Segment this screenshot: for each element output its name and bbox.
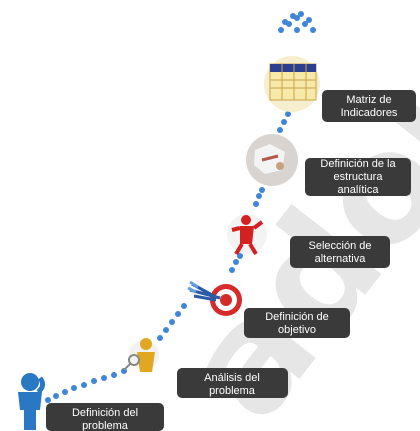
step-label-line-2: problema [82, 420, 129, 431]
path-dot [62, 389, 68, 395]
step-analisis-problema: Análisis del problema [123, 338, 288, 398]
puzzle-hand-icon [246, 134, 298, 186]
step-label-line-2: Indicadores [341, 107, 398, 119]
step-label-line-3: analítica [338, 184, 380, 196]
path-dot [259, 187, 265, 193]
path-dot [229, 267, 235, 273]
path-dot [253, 201, 259, 207]
path-dot [256, 193, 262, 199]
red-figure-choice-icon [227, 214, 267, 256]
path-dot [175, 311, 181, 317]
step-definicion-estructura: Definición de la estructura analítica [246, 134, 411, 196]
path-dot [71, 385, 77, 391]
step-label-box [290, 236, 390, 268]
path-dot [298, 11, 304, 17]
path-dot [282, 19, 288, 25]
step-label-line-1: Selección de [309, 240, 372, 252]
path-dot [277, 127, 283, 133]
path-dot [169, 319, 175, 325]
step-definicion-objetivo: Definición de objetivo [187, 280, 350, 338]
step-label-line-2: problema [209, 385, 256, 397]
step-label-line-1: Matriz de [346, 94, 391, 106]
path-dot [81, 382, 87, 388]
path-dot [278, 27, 284, 33]
path-dot [53, 393, 59, 399]
path-dot [290, 13, 296, 19]
path-dot [181, 303, 187, 309]
person-magnifier-icon [123, 338, 159, 372]
step-label-box [177, 368, 288, 398]
path-dot [302, 21, 308, 27]
path-dot [281, 119, 287, 125]
step-matriz-indicadores: Matriz de Indicadores [264, 56, 416, 122]
step-label-box [46, 403, 164, 431]
path-dot [237, 253, 243, 259]
step-label-line-1: Definición de [265, 311, 329, 323]
step-label-line-1: Definición del [72, 407, 138, 419]
path-dot [91, 378, 97, 384]
path-dot [111, 372, 117, 378]
step-label-line-1: Definición de la [320, 158, 396, 170]
step-label-box [305, 158, 411, 196]
step-label-line-2: estructura [334, 171, 384, 183]
path-dot [45, 397, 51, 403]
step-label-box [244, 308, 350, 338]
path-dot [101, 375, 107, 381]
step-definicion-problema: Definición del problema [18, 373, 164, 431]
step-seleccion-alternativa: Selección de alternativa [227, 214, 390, 268]
path-dot [233, 259, 239, 265]
step-label-line-1: Análisis del [204, 372, 260, 384]
path-dot [163, 327, 169, 333]
step-label-box [322, 90, 416, 122]
step-label-line-2: objetivo [278, 324, 316, 336]
person-thinking-icon [18, 373, 46, 430]
path-dot [294, 27, 300, 33]
matrix-table-icon [264, 56, 320, 112]
path-dot [310, 27, 316, 33]
step-label-line-2: alternativa [315, 253, 367, 265]
dotted-path [45, 11, 316, 403]
path-dot [306, 17, 312, 23]
target-arrows-icon [187, 280, 242, 316]
path-dot [157, 335, 163, 341]
path-dot [285, 111, 291, 117]
